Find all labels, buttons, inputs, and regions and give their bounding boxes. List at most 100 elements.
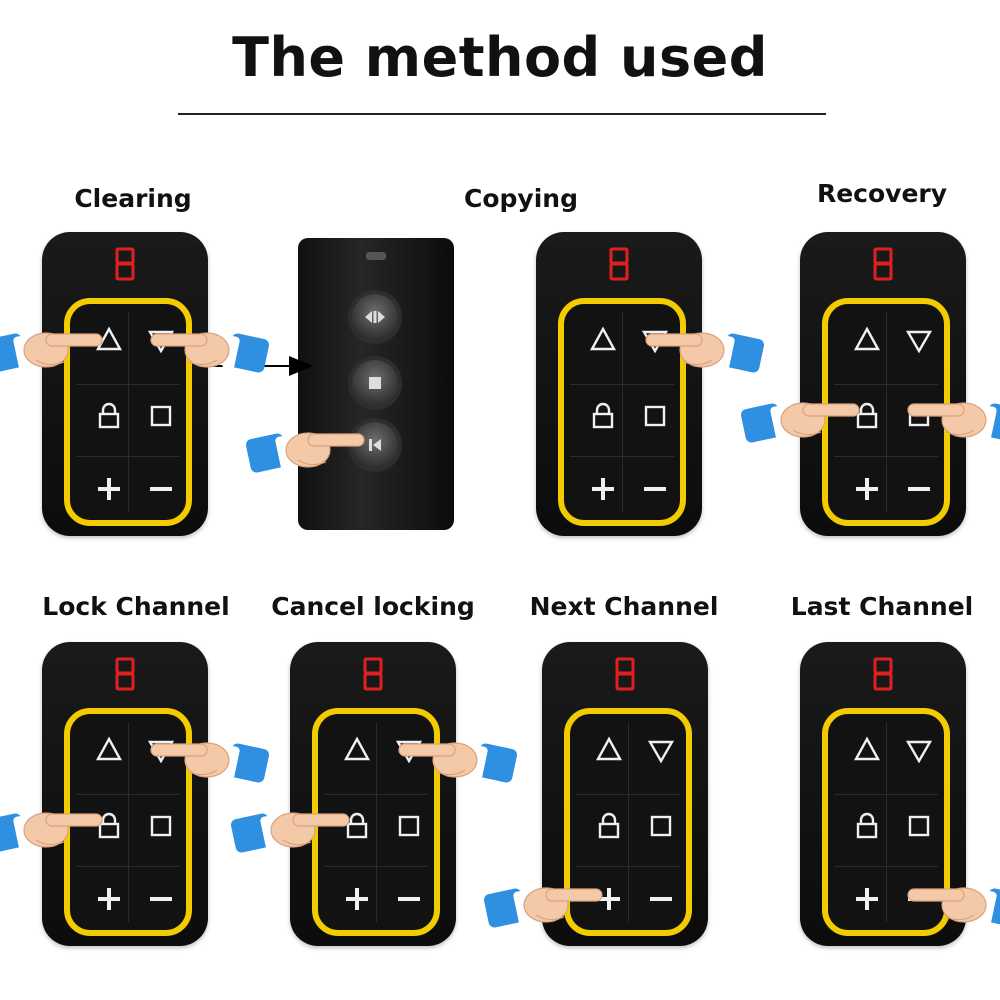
stop-square-button[interactable] [136,391,186,441]
lock-button[interactable] [578,391,628,441]
up-triangle-button[interactable] [578,316,628,366]
curtain-open-close-button[interactable] [352,294,398,340]
pointing-hand-icon [230,812,350,853]
channel-display [113,246,137,282]
minus-button[interactable] [630,464,680,514]
plus-icon [346,888,368,910]
plus-icon [598,888,620,910]
remote-clearing [42,232,208,536]
down-triangle-button[interactable] [894,316,944,366]
down-triangle-icon [647,740,675,764]
page-title: The method used [232,26,768,89]
seven-segment-digit [873,657,893,691]
channel-display [871,246,895,282]
minus-icon [150,897,172,901]
lock-icon [598,812,620,839]
plus-button[interactable] [842,874,892,924]
seven-segment-digit [615,657,635,691]
led-indicator [366,252,386,260]
stop-square-button[interactable] [384,801,434,851]
pointing-hand-icon [740,402,860,443]
minus-icon [644,487,666,491]
label-clearing: Clearing [74,184,192,213]
stop-square-button[interactable] [630,391,680,441]
plus-icon [98,888,120,910]
down-triangle-button[interactable] [636,726,686,776]
stop-square-icon [644,405,666,427]
pointing-hand-icon [907,887,1000,928]
plus-button[interactable] [84,464,134,514]
up-triangle-icon [343,736,371,761]
label-recovery: Recovery [816,179,948,208]
seven-segment-digit [115,247,135,281]
up-triangle-button[interactable] [84,726,134,776]
panel-divider [128,312,129,512]
minus-icon [150,487,172,491]
plus-icon [856,478,878,500]
stop-square-button[interactable] [136,801,186,851]
label-lock-channel: Lock Channel [42,592,230,621]
plus-button[interactable] [332,874,382,924]
pointing-hand-icon [907,402,1000,443]
lock-icon [346,812,368,839]
pointing-hand-icon [245,432,365,473]
lock-button[interactable] [842,801,892,851]
plus-button[interactable] [584,874,634,924]
pointing-hand-icon [645,332,765,373]
seven-segment-digit [873,247,893,281]
stop-square-icon [398,815,420,837]
plus-icon [592,478,614,500]
up-triangle-icon [853,326,881,351]
panel-divider [886,312,887,512]
panel-divider [128,722,129,922]
remote-copying [536,232,702,536]
pair-icon [369,439,381,451]
stop-square-button[interactable] [636,801,686,851]
up-triangle-button[interactable] [332,726,382,776]
channel-display [871,656,895,692]
minus-button[interactable] [636,874,686,924]
stop-square-icon [150,405,172,427]
down-triangle-button[interactable] [894,726,944,776]
pointing-hand-icon [398,742,518,783]
stop-square-button[interactable] [894,801,944,851]
channel-display [607,246,631,282]
curtain-remote [298,238,454,530]
minus-button[interactable] [136,464,186,514]
label-next-channel: Next Channel [529,592,719,621]
label-last-channel: Last Channel [790,592,974,621]
lock-icon [592,402,614,429]
minus-button[interactable] [136,874,186,924]
lock-icon [98,402,120,429]
up-triangle-icon [853,736,881,761]
plus-button[interactable] [842,464,892,514]
down-triangle-icon [905,740,933,764]
curtain-stop-button[interactable] [352,360,398,406]
lock-button[interactable] [84,801,134,851]
label-cancel-locking: Cancel locking [271,592,475,621]
panel-divider [376,722,377,922]
lock-button[interactable] [584,801,634,851]
up-triangle-button[interactable] [84,316,134,366]
lock-button[interactable] [84,391,134,441]
stop-square-icon [650,815,672,837]
up-triangle-icon [95,326,123,351]
channel-display [113,656,137,692]
channel-display [613,656,637,692]
up-triangle-button[interactable] [842,316,892,366]
lock-button[interactable] [332,801,382,851]
minus-button[interactable] [384,874,434,924]
down-triangle-icon [905,330,933,354]
up-triangle-button[interactable] [584,726,634,776]
button-panel-ring [558,298,686,526]
minus-button[interactable] [894,464,944,514]
lock-button[interactable] [842,391,892,441]
pointing-hand-icon [0,332,103,373]
plus-button[interactable] [84,874,134,924]
plus-icon [856,888,878,910]
pointing-hand-icon [150,332,270,373]
pointing-hand-icon [150,742,270,783]
up-triangle-button[interactable] [842,726,892,776]
plus-button[interactable] [578,464,628,514]
stop-icon [369,377,381,389]
